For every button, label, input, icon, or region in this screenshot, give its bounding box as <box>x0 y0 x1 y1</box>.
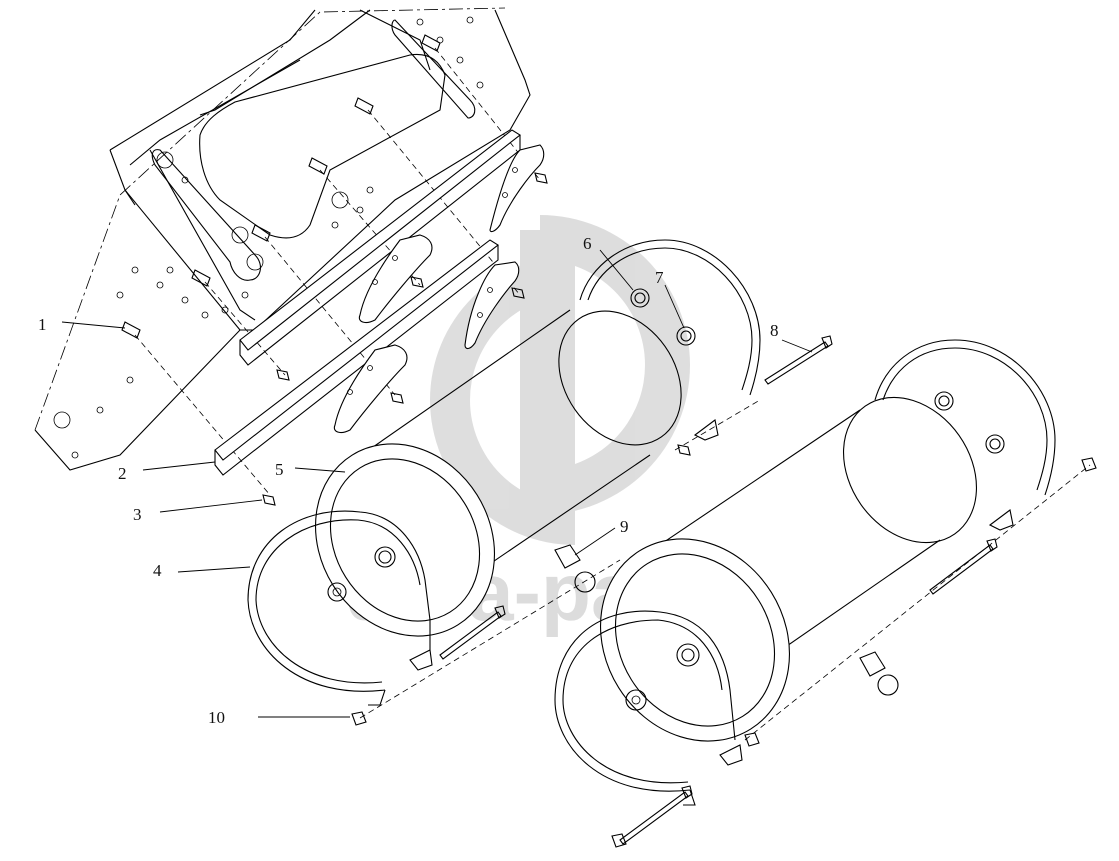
tank-strap-1-front <box>247 510 433 706</box>
callout-9: 9 <box>620 517 629 536</box>
callout-5: 5 <box>275 460 284 479</box>
tank-1-fittings <box>630 288 696 346</box>
strap-bolt-8 <box>764 335 833 385</box>
strap-bolts-tank-2 <box>611 457 1097 848</box>
strap-nut-10 <box>351 711 367 726</box>
callout-6: 6 <box>583 234 592 253</box>
vehicle-frame <box>34 7 531 471</box>
callout-2: 2 <box>118 464 127 483</box>
air-tank-2 <box>599 396 978 742</box>
air-tank-1 <box>314 309 682 637</box>
watermark-d-shape <box>540 215 690 515</box>
tank-strap-2-rear <box>874 339 1056 531</box>
tank-strap-2-front <box>554 610 743 806</box>
callout-7: 7 <box>655 268 664 287</box>
callout-10: 10 <box>208 708 225 727</box>
rail-nuts <box>262 172 691 506</box>
callout-4: 4 <box>153 561 162 580</box>
tank-brackets <box>333 144 545 434</box>
frame-bolts <box>121 34 441 339</box>
callout-labels: 1 2 3 4 5 6 7 8 9 10 <box>38 234 779 727</box>
callout-3: 3 <box>133 505 142 524</box>
mounting-rails <box>214 129 521 476</box>
tank-2-fittings <box>934 391 1005 454</box>
watermark-bar <box>520 230 575 530</box>
tank-strap-1-rear <box>579 239 761 441</box>
callout-leaders <box>61 249 813 718</box>
strap-bolt-lower-1 <box>439 605 506 660</box>
callout-1: 1 <box>38 315 47 334</box>
callout-8: 8 <box>770 321 779 340</box>
